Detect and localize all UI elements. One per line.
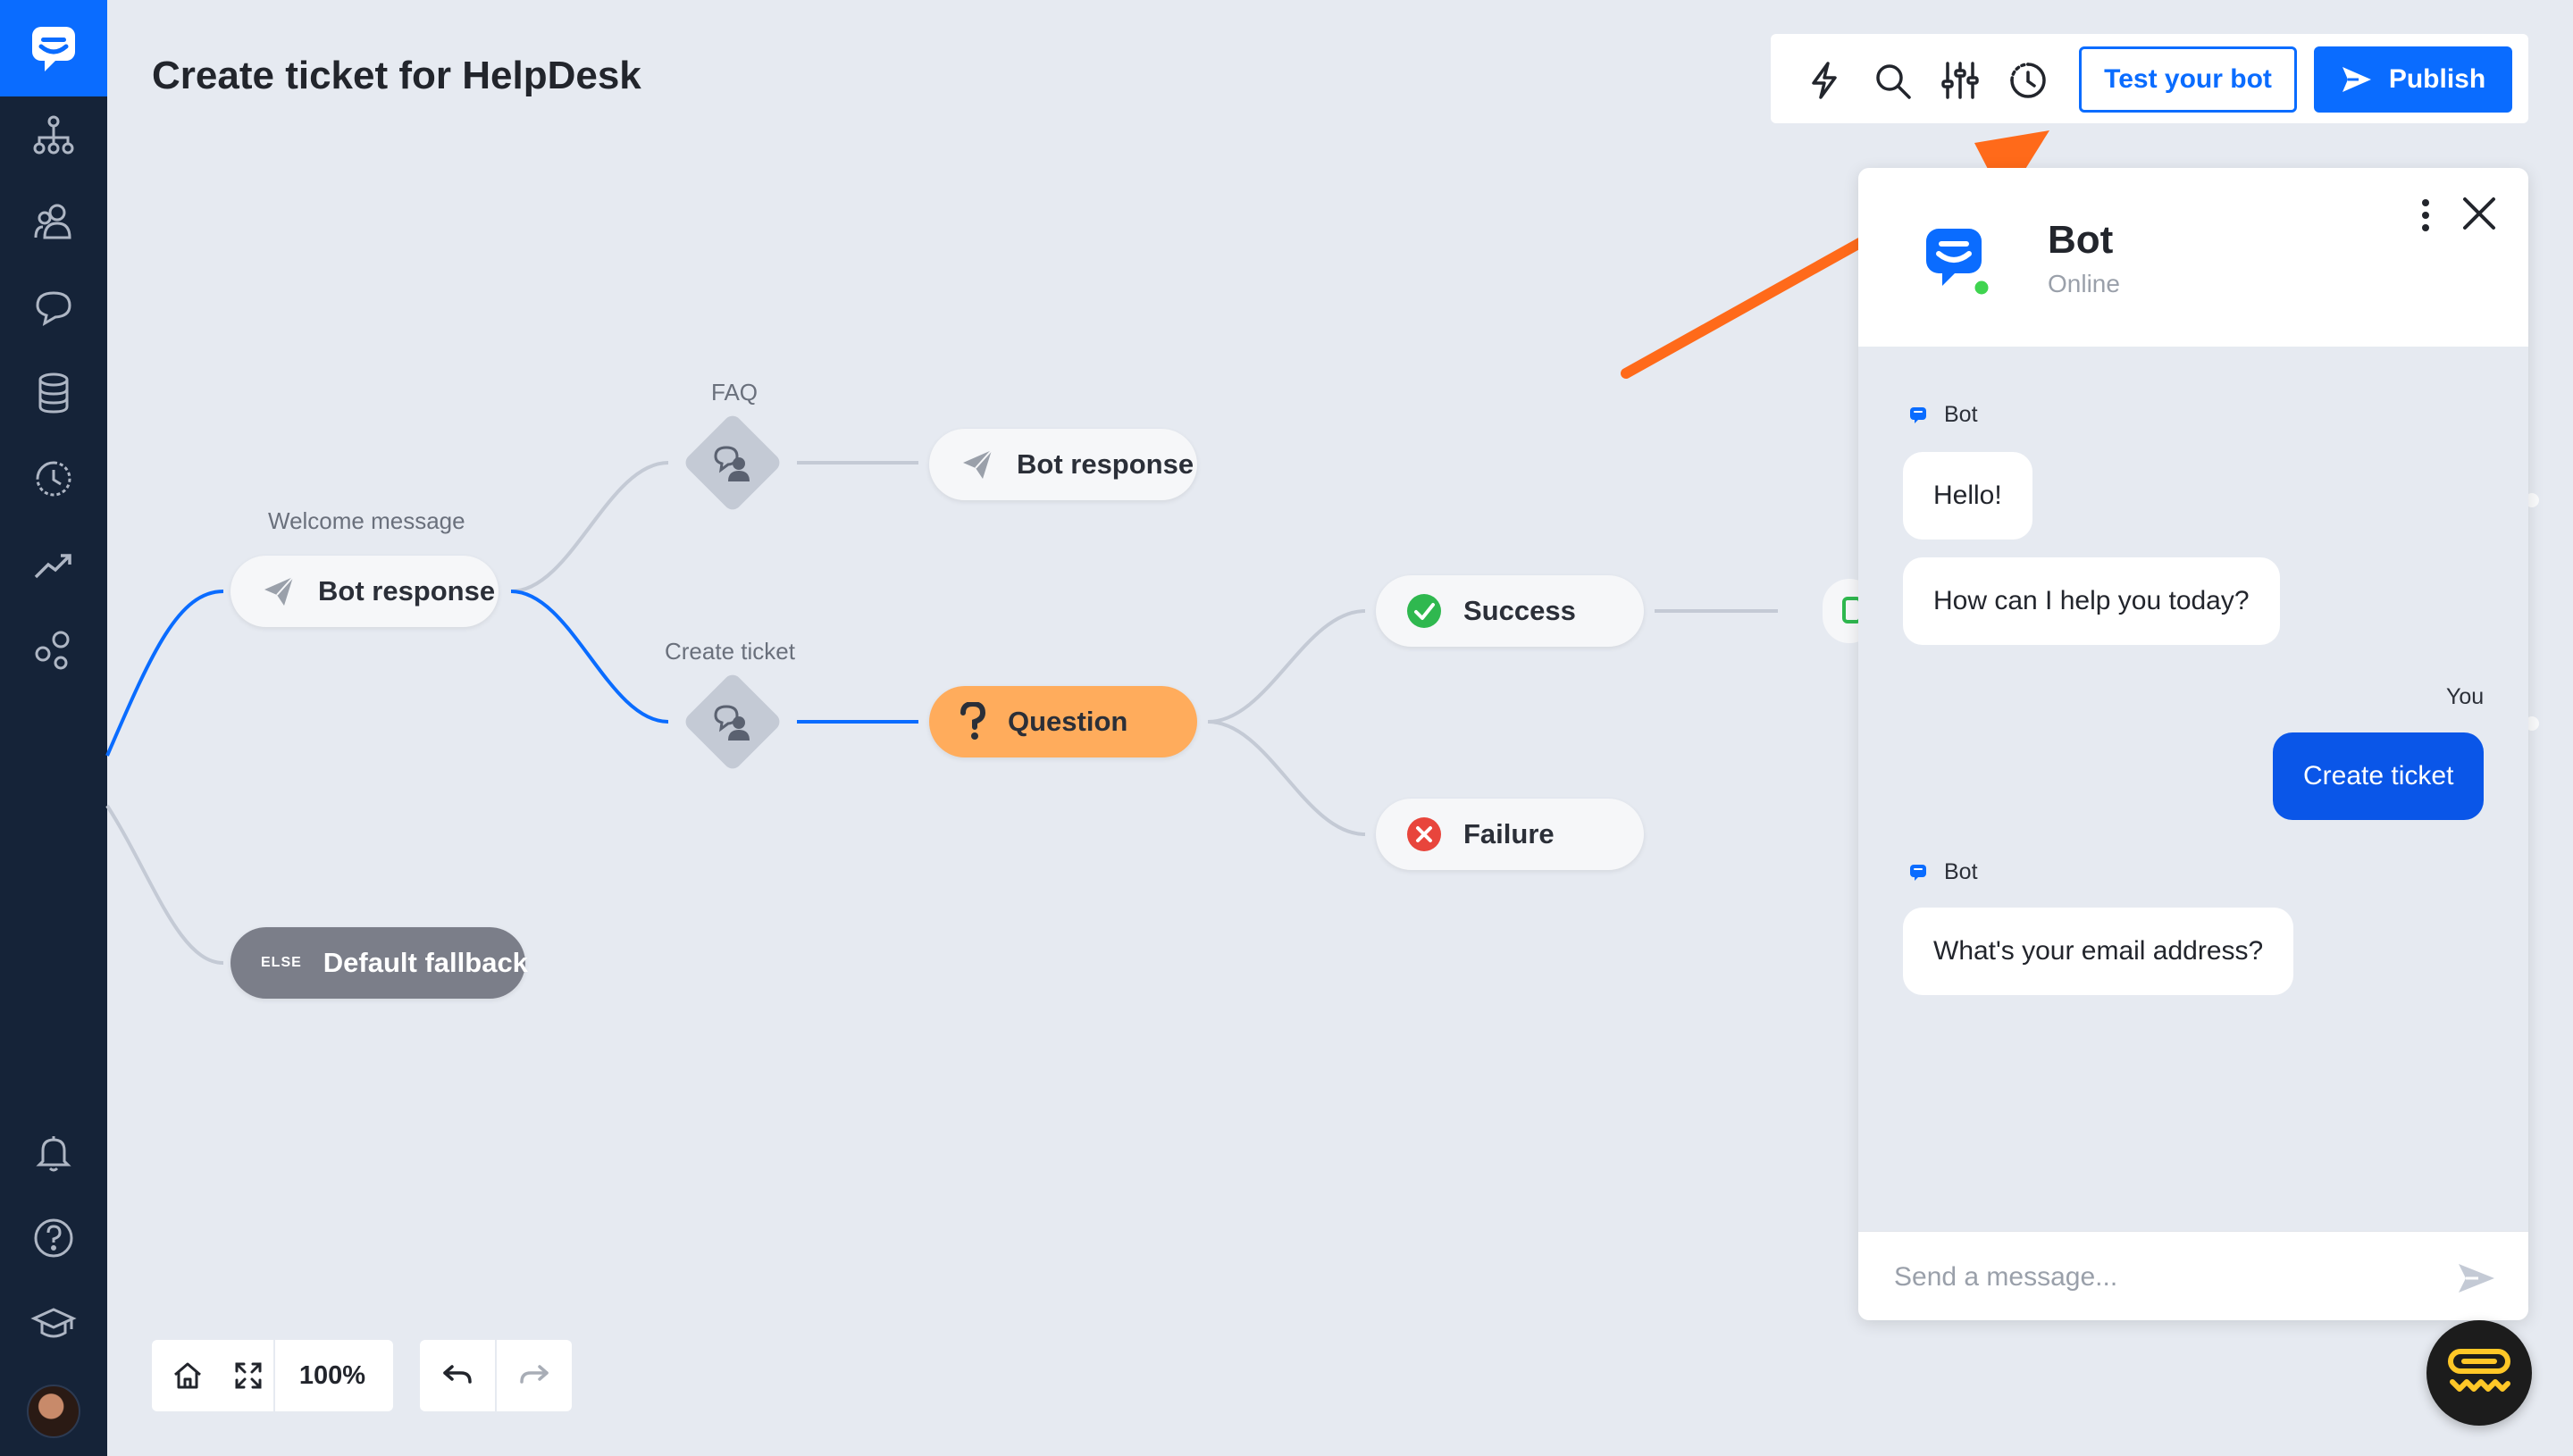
message-sender: Bot — [1908, 402, 1978, 428]
test-chat-panel: Bot Online Bot Hello! How can I help you… — [1858, 168, 2528, 1320]
analytics-icon[interactable] — [0, 529, 107, 600]
home-icon[interactable] — [152, 1340, 223, 1411]
chat-header: Bot Online — [1858, 168, 2528, 347]
bell-icon[interactable] — [0, 1117, 107, 1188]
divider — [495, 1340, 497, 1411]
users-icon[interactable] — [0, 186, 107, 257]
bot-small-icon — [1910, 406, 1926, 423]
search-icon[interactable] — [1869, 57, 1915, 104]
fullscreen-icon[interactable] — [223, 1340, 273, 1411]
bot-name: Bot — [2048, 218, 2114, 262]
question-node[interactable]: Question — [929, 686, 1197, 757]
app-logo-icon[interactable] — [0, 0, 107, 96]
send-icon — [264, 576, 294, 606]
failure-node[interactable]: Failure — [1376, 799, 1644, 870]
publish-button[interactable]: Publish — [2314, 46, 2512, 113]
stories-icon[interactable] — [0, 100, 107, 172]
send-icon — [2342, 67, 2371, 92]
node-label: Default fallback — [323, 947, 528, 978]
message-input[interactable] — [1894, 1255, 2430, 1300]
faq-bot-response-node[interactable]: Bot response — [929, 429, 1197, 500]
message-sender: Bot — [1908, 859, 1978, 885]
settings-sliders-icon[interactable] — [1937, 57, 1983, 104]
node-label: Question — [1008, 706, 1128, 737]
node-label: Bot response — [1017, 448, 1194, 480]
else-tag: ELSE — [261, 955, 302, 970]
integrations-icon[interactable] — [0, 615, 107, 686]
chat-footer — [1858, 1231, 2528, 1320]
user-chat-icon — [697, 427, 768, 498]
bot-message: What's your email address? — [1903, 908, 2294, 995]
undo-redo-controls — [420, 1340, 572, 1411]
error-icon — [1407, 817, 1441, 851]
user-message: Create ticket — [2273, 732, 2485, 820]
academy-icon[interactable] — [0, 1288, 107, 1360]
help-icon[interactable] — [0, 1202, 107, 1274]
more-options-icon[interactable] — [2412, 193, 2439, 238]
test-your-bot-button[interactable]: Test your bot — [2079, 46, 2297, 113]
page-title: Create ticket for HelpDesk — [152, 54, 641, 97]
chat-widget-button[interactable] — [2426, 1320, 2532, 1426]
canvas-view-controls: 100% — [152, 1340, 393, 1411]
success-node[interactable]: Success — [1376, 575, 1644, 647]
node-label: Success — [1463, 595, 1576, 626]
bot-logo-icon — [1921, 223, 1992, 297]
node-label: Bot response — [318, 575, 496, 607]
widget-logo-icon — [2448, 1349, 2510, 1392]
default-fallback-node[interactable]: ELSE Default fallback — [230, 927, 528, 999]
create-ticket-label: Create ticket — [665, 638, 795, 665]
history-icon[interactable] — [0, 443, 107, 515]
redo-icon[interactable] — [497, 1340, 572, 1411]
send-icon — [963, 449, 993, 479]
bot-small-icon — [1910, 864, 1926, 881]
bot-message: Hello! — [1903, 452, 2032, 540]
bot-status: Online — [2048, 270, 2120, 297]
lightning-icon[interactable] — [1801, 57, 1848, 104]
publish-label: Publish — [2388, 64, 2486, 94]
close-icon[interactable] — [2457, 191, 2502, 236]
welcome-bot-response-node[interactable]: Bot response — [230, 556, 499, 627]
user-chat-icon — [697, 686, 768, 757]
message-sender: You — [2446, 684, 2485, 709]
bot-message: How can I help you today? — [1903, 557, 2280, 645]
node-label: Failure — [1463, 818, 1555, 849]
send-icon[interactable] — [2457, 1259, 2496, 1298]
top-toolbar: Test your bot Publish — [1771, 34, 2528, 123]
undo-icon[interactable] — [420, 1340, 495, 1411]
database-icon[interactable] — [0, 357, 107, 429]
avatar[interactable] — [27, 1385, 80, 1438]
question-mark-icon — [960, 702, 986, 740]
sidebar — [0, 0, 107, 1456]
welcome-message-label: Welcome message — [268, 507, 465, 534]
check-icon — [1407, 594, 1441, 628]
divider — [273, 1340, 275, 1411]
chats-icon[interactable] — [0, 272, 107, 343]
history-icon[interactable] — [2005, 57, 2051, 104]
zoom-level[interactable]: 100% — [298, 1360, 366, 1390]
faq-label: FAQ — [711, 379, 758, 406]
